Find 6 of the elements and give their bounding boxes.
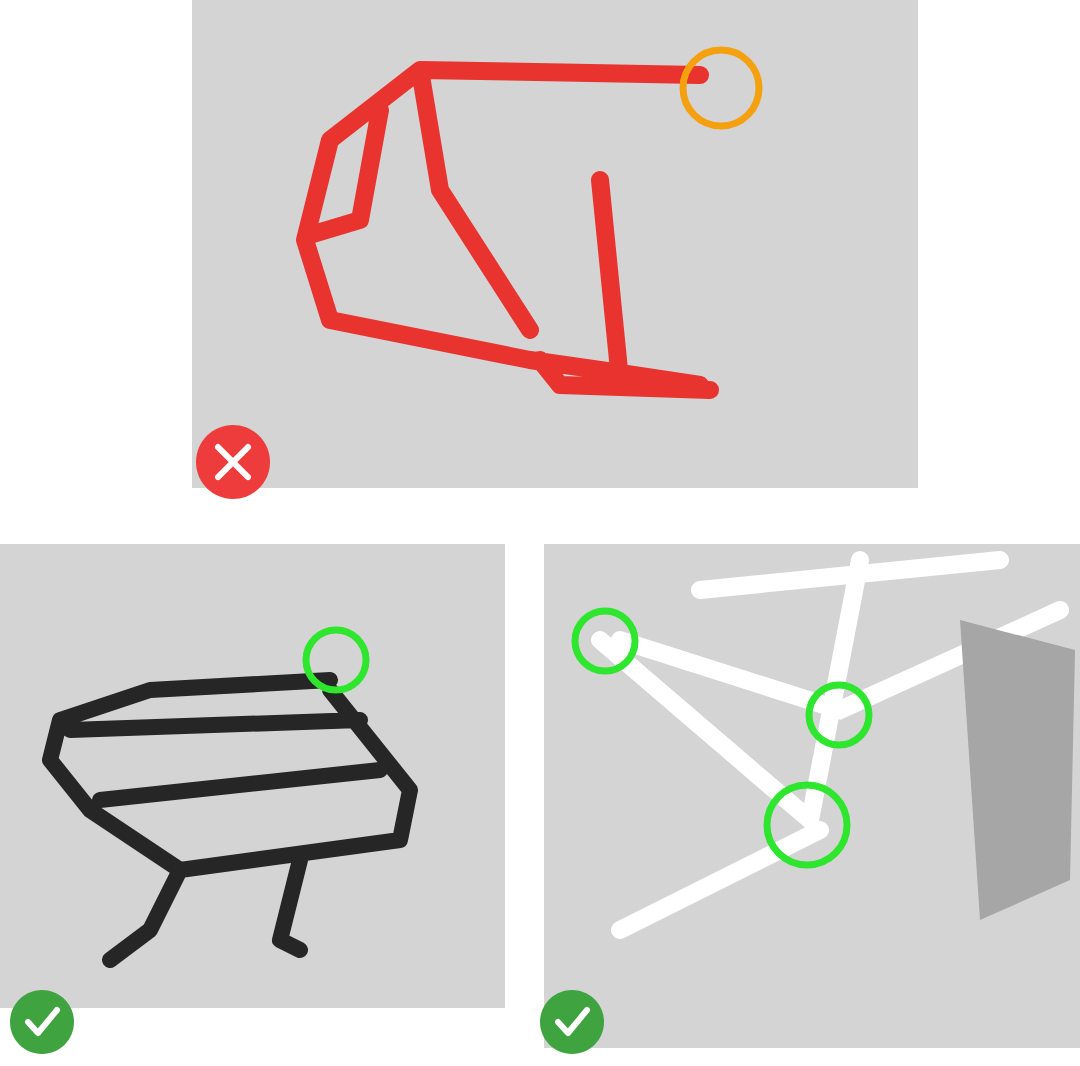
motorcycle-photo <box>192 0 918 488</box>
highlight-ring <box>763 781 851 869</box>
highlight-ring <box>805 681 873 749</box>
highlight-ring <box>571 607 639 675</box>
highlight-ring <box>679 46 763 130</box>
highlight-ring <box>302 626 370 694</box>
